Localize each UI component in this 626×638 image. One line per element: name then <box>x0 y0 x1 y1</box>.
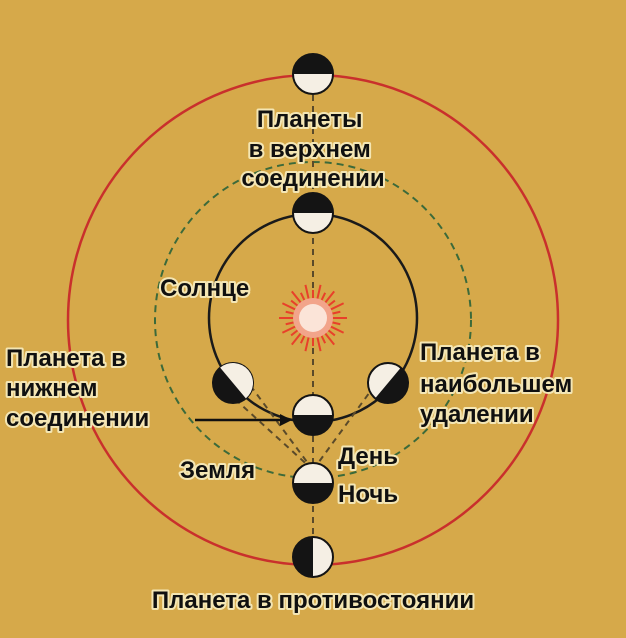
inferior-conjunction-label: Планета в нижнем соединении <box>6 345 149 432</box>
planet-greatest-elongation <box>367 362 409 404</box>
earth-icon <box>292 462 334 504</box>
inferior-conjunction-arrow <box>195 414 292 426</box>
sun-icon <box>279 284 347 352</box>
planet-top-outer <box>292 53 334 95</box>
greatest-elongation-label: Планета в наибольшем удалении <box>420 339 579 428</box>
planet-left-elongation <box>212 362 254 404</box>
planet-opposition <box>292 536 334 578</box>
day-label: День <box>338 443 398 470</box>
earth-label: Земля <box>180 457 255 484</box>
night-label: Ночь <box>338 481 398 508</box>
upper-conjunction-label: Планеты в верхнем соединении <box>241 106 384 192</box>
planet-inferior-conjunction <box>292 394 334 436</box>
opposition-label: Планета в противостоянии <box>152 587 474 614</box>
sun-label: Солнце <box>160 275 249 302</box>
planet-upper-conjunction <box>292 192 334 234</box>
